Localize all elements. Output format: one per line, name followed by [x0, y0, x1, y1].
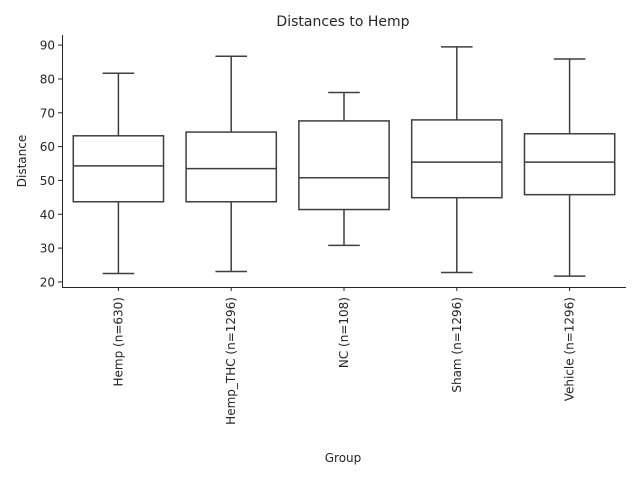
- chart-title: Distances to Hemp: [276, 14, 409, 30]
- plot-area: [72, 46, 616, 277]
- box-group: [185, 55, 278, 273]
- iqr-box: [72, 135, 165, 203]
- x-tick-label: Hemp (n=630): [111, 297, 125, 386]
- y-tick-label: 50: [40, 174, 55, 188]
- y-axis-ticks: 20 30 40 50 60 70 80 90: [40, 39, 62, 289]
- iqr-box: [410, 119, 503, 199]
- box-group: [523, 58, 616, 277]
- x-tick-label: Sham (n=1296): [450, 297, 464, 393]
- x-tick-label: Vehicle (n=1296): [563, 297, 577, 401]
- y-axis-label: Distance: [15, 135, 29, 187]
- x-axis-label: Group: [325, 451, 362, 465]
- y-tick-label: 20: [40, 275, 55, 289]
- x-tick-label: NC (n=108): [337, 297, 351, 368]
- x-axis-ticks: Hemp (n=630) Hemp_THC (n=1296) NC (n=108) S…: [111, 287, 577, 425]
- iqr-box: [185, 131, 278, 203]
- x-tick-label: Hemp_THC (n=1296): [224, 297, 238, 425]
- iqr-box: [523, 133, 616, 196]
- y-tick-label: 90: [40, 39, 55, 53]
- y-tick-label: 80: [40, 72, 55, 86]
- y-tick-label: 60: [40, 140, 55, 154]
- box-group: [298, 91, 390, 247]
- y-tick-label: 70: [40, 106, 55, 120]
- box-group: [410, 46, 503, 274]
- box-group: [72, 72, 165, 275]
- y-tick-label: 30: [40, 242, 55, 256]
- y-tick-label: 40: [40, 208, 55, 222]
- iqr-box: [298, 120, 390, 211]
